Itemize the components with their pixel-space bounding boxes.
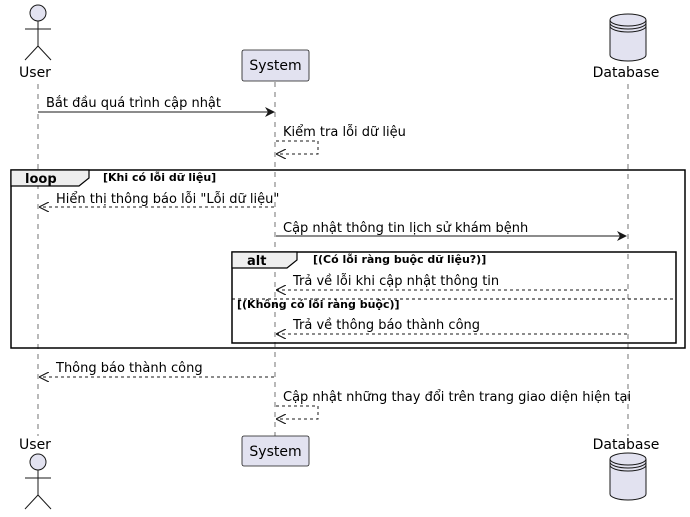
alt-condition-2: [(Không có lỗi ràng buộc)] (237, 298, 400, 311)
system-label-top: System (249, 58, 301, 74)
alt-keyword: alt (247, 254, 266, 269)
message-label: Cập nhật những thay đổi trên trang giao … (283, 390, 631, 405)
database-label-top: Database (593, 65, 660, 81)
message-label: Trả về lỗi khi cập nhật thông tin (292, 274, 499, 289)
message-label: Hiển thị thông báo lỗi "Lỗi dữ liệu" (56, 192, 279, 207)
actor-head-icon (29, 4, 47, 22)
alt-condition-1: [(Có lỗi ràng buộc dữ liệu?)] (313, 253, 486, 266)
loop-keyword: loop (25, 172, 57, 187)
alt-fragment: alt [(Có lỗi ràng buộc dữ liệu?)] [(Khôn… (231, 251, 677, 344)
database-icon-bottom: Database (593, 437, 660, 501)
system-box-top: System (241, 49, 310, 82)
system-label-bottom: System (249, 444, 301, 460)
message-label: Bắt đầu quá trình cập nhật (46, 96, 221, 111)
message-label: Cập nhật thông tin lịch sử khám bệnh (283, 221, 528, 236)
self-message-arrow (276, 405, 319, 419)
message-label: Trả về thông báo thành công (292, 318, 480, 333)
user-label-bottom: User (19, 437, 51, 453)
database-icon-top: Database (593, 13, 660, 81)
self-message-arrow (276, 140, 319, 154)
user-label-top: User (19, 65, 51, 81)
loop-condition: [Khi có lỗi dữ liệu] (103, 171, 216, 184)
user-actor-top: User (19, 4, 52, 81)
system-box-bottom: System (241, 435, 310, 467)
message-label: Kiểm tra lỗi dữ liệu (283, 125, 406, 140)
user-actor-bottom: User (19, 437, 52, 510)
actor-head-icon (29, 453, 47, 471)
message-label: Thông báo thành công (55, 361, 203, 376)
loop-fragment: loop [Khi có lỗi dữ liệu] (10, 169, 686, 349)
database-label-bottom: Database (593, 437, 660, 453)
